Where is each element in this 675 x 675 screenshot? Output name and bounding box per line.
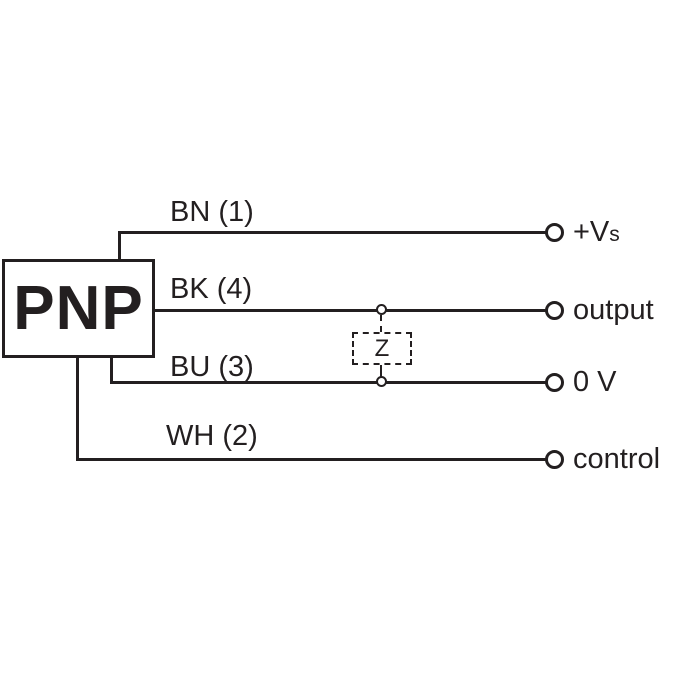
branch-node-circle-output xyxy=(376,304,387,315)
wire-bn-vertical xyxy=(118,232,121,262)
wire-bu-vertical xyxy=(110,356,113,384)
terminal-circle-0v xyxy=(545,373,564,392)
wire-label-bu: BU (3) xyxy=(170,351,254,383)
impedance-label: Z xyxy=(374,334,390,362)
terminal-vs-main: +V xyxy=(573,216,610,248)
wire-label-bn: BN (1) xyxy=(170,196,254,228)
terminal-label-control: control xyxy=(573,443,661,475)
wire-bu-horizontal xyxy=(110,381,546,384)
device-box: PNP xyxy=(2,259,155,358)
terminal-vs-subscript: s xyxy=(609,223,620,246)
wire-wh-vertical xyxy=(76,356,79,461)
wire-bn-horizontal xyxy=(118,231,546,234)
wire-label-bk: BK (4) xyxy=(170,273,253,305)
impedance-dashed-lead-top xyxy=(380,315,382,332)
branch-node-circle-0v xyxy=(376,376,387,387)
terminal-label-0v: 0 V xyxy=(573,366,617,398)
wire-wh-horizontal xyxy=(76,458,546,461)
terminal-circle-control xyxy=(545,450,564,469)
terminal-label-vs: +Vs xyxy=(573,216,620,251)
wire-bk-horizontal xyxy=(153,309,546,312)
device-label: PNP xyxy=(13,273,144,343)
wire-label-wh: WH (2) xyxy=(166,420,258,452)
terminal-label-output: output xyxy=(573,294,654,326)
impedance-box: Z xyxy=(352,332,412,365)
terminal-circle-vs xyxy=(545,223,564,242)
impedance-dashed-lead-bottom xyxy=(380,365,382,377)
terminal-circle-output xyxy=(545,301,564,320)
